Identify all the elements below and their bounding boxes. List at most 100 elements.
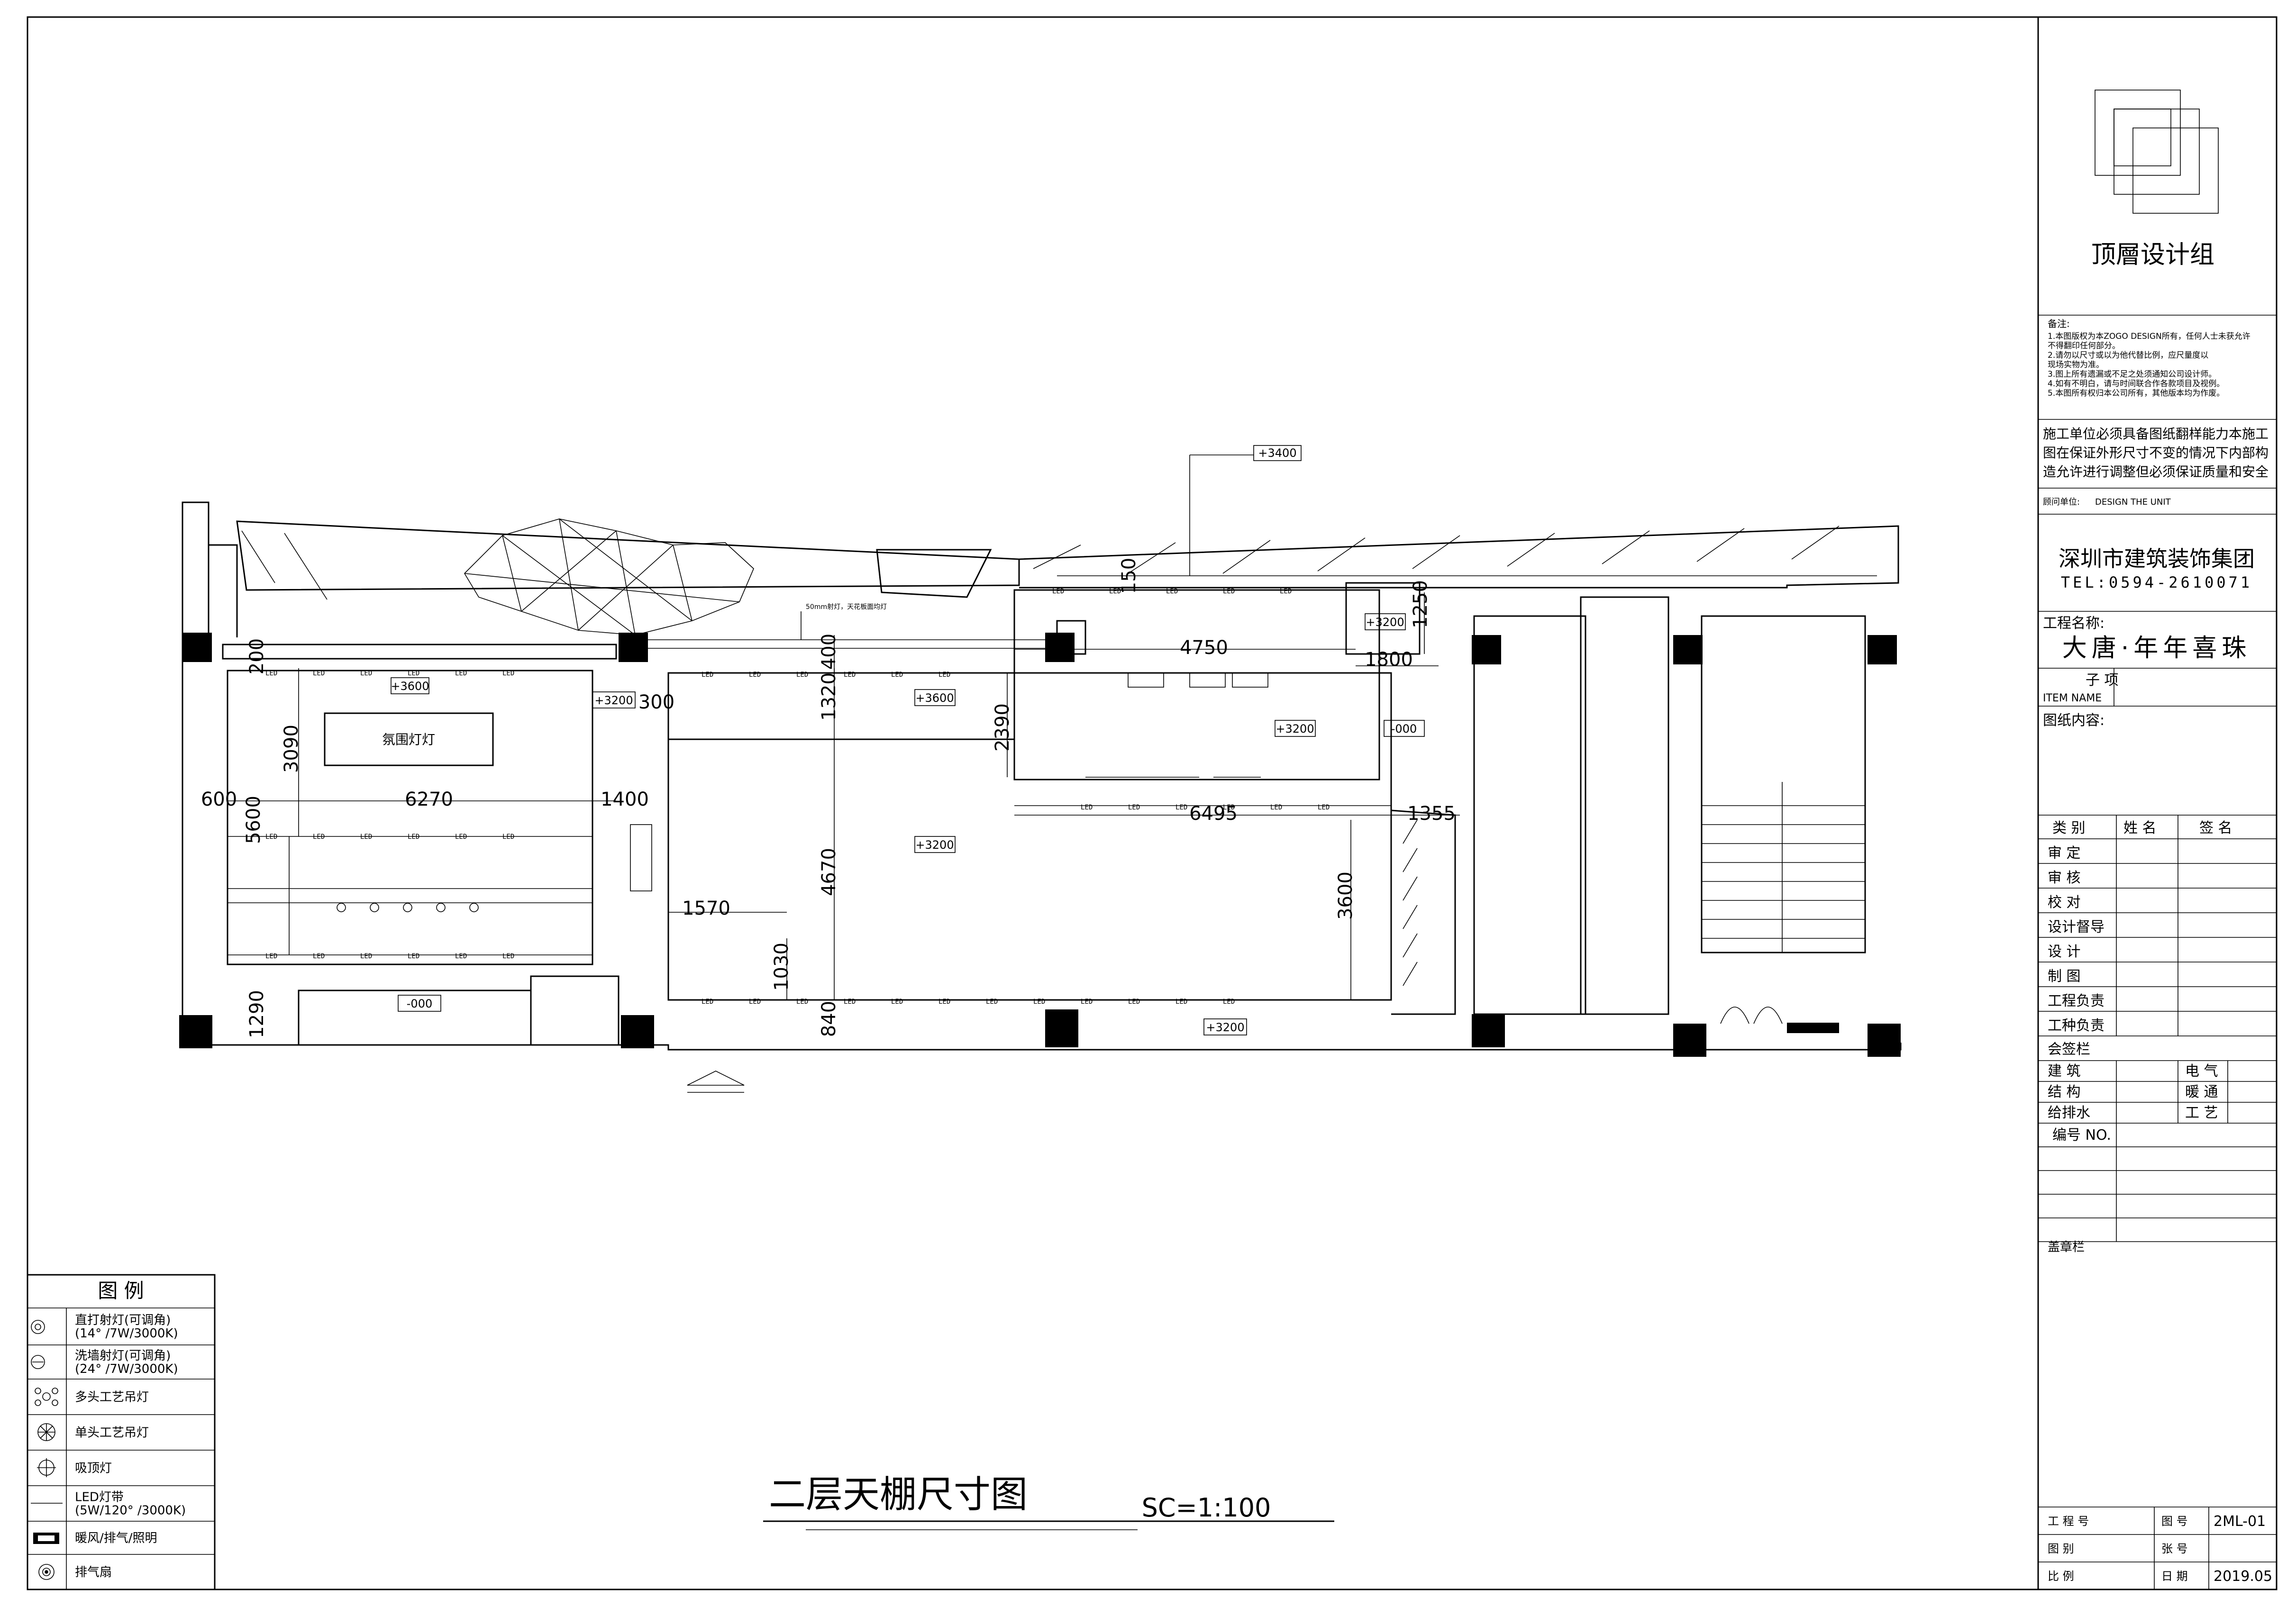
svg-text:LED: LED (1166, 588, 1178, 595)
drawing-number: 2ML-01 (2214, 1513, 2266, 1530)
legend-item-label: 排气扇 (75, 1565, 112, 1580)
dimension-label: 4670 (818, 848, 840, 896)
svg-text:LED: LED (265, 833, 277, 841)
stage-light-label: 氛围灯灯 (382, 732, 435, 747)
countersign-label: 会签栏 (2048, 1041, 2090, 1058)
svg-text:LED: LED (796, 998, 808, 1006)
svg-text:LED: LED (1318, 804, 1330, 811)
svg-text:LED: LED (1128, 998, 1140, 1006)
ceiling-lamp-icon (37, 1458, 56, 1477)
number-label: 编号 NO. (2052, 1127, 2111, 1144)
notes-title: 备注: (2048, 318, 2070, 329)
svg-text:LED: LED (938, 671, 950, 679)
svg-text:LED: LED (265, 953, 277, 960)
svg-text:LED: LED (313, 670, 325, 677)
legend-item-label: (5W/120° /3000K) (75, 1504, 186, 1518)
bottom-label: 图 号 (2161, 1515, 2188, 1528)
svg-text:LED: LED (749, 998, 761, 1006)
legend-item-label: 单头工艺吊灯 (75, 1426, 149, 1440)
svg-text:LED: LED (938, 998, 950, 1006)
dimension-label: 200 (246, 638, 268, 674)
design-unit-value: DESIGN THE UNIT (2095, 497, 2171, 507)
svg-text:LED: LED (891, 998, 903, 1006)
note-label: 50mm射灯，天花板面均灯 (806, 603, 887, 611)
svg-text:LED: LED (1175, 998, 1187, 1006)
design-group-name: 顶層设计组 (2091, 241, 2214, 269)
svg-text:LED: LED (408, 953, 419, 960)
svg-text:LED: LED (702, 998, 713, 1006)
dimension-label: 1030 (771, 943, 793, 991)
project-name: 大唐·年年喜珠 (2062, 634, 2251, 663)
sign-row-label: 审 定 (2048, 845, 2081, 862)
drawing-title: 二层天棚尺寸图 (769, 1473, 1028, 1516)
dimension-label: 3090 (281, 725, 302, 773)
sign-row-label: 工种负责 (2048, 1017, 2105, 1034)
columns (179, 633, 1901, 1057)
sign-row-label: 校 对 (2048, 894, 2081, 911)
level-label: +3200 (1366, 616, 1404, 629)
sign-row-label: 审 核 (2048, 870, 2081, 886)
drawing-date: 2019.05 (2214, 1568, 2272, 1585)
legend-item-label: 直打射灯(可调角) (75, 1313, 171, 1327)
legend: 图 例 (27, 1274, 216, 1590)
bottom-label: 比 例 (2048, 1570, 2074, 1583)
floor-plan: +3400 氛围灯灯 +3600 (179, 445, 1902, 1093)
svg-text:LED: LED (455, 953, 467, 960)
bottom-label: 工 程 号 (2048, 1515, 2089, 1528)
entrance-arrow (687, 1071, 745, 1093)
sign-row-label: 设 计 (2048, 944, 2081, 960)
svg-text:LED: LED (313, 833, 325, 841)
discipline-label: 建 筑 (2048, 1063, 2081, 1080)
sign-row-label: 设计督导 (2048, 919, 2105, 935)
item-label-en: ITEM NAME (2043, 692, 2102, 704)
level-label: +3600 (915, 691, 954, 705)
legend-item-label: 洗墙射灯(可调角) (75, 1349, 171, 1363)
legend-item-label: 吸顶灯 (75, 1462, 112, 1476)
svg-text:LED: LED (891, 671, 903, 679)
sign-header: 姓 名 (2123, 820, 2157, 836)
dimension-label: 3600 (1335, 872, 1357, 920)
design-group-logo (2095, 90, 2219, 214)
level-label: +3400 (1258, 446, 1296, 460)
note-line: 2.请勿以尺寸或以为他代替比例，应尺量度以 (2048, 351, 2208, 360)
legend-item-label: 多头工艺吊灯 (75, 1390, 149, 1405)
svg-text:LED: LED (702, 671, 713, 679)
construction-note-line: 造允许进行调整但必须保证质量和安全 (2043, 464, 2269, 480)
svg-text:LED: LED (844, 671, 856, 679)
construction-note-line: 图在保证外形尺寸不变的情况下内部构 (2043, 445, 2269, 461)
dimension-label: 5600 (243, 796, 264, 844)
level-label: +3200 (1276, 722, 1314, 735)
legend-item-label: (24° /7W/3000K) (75, 1362, 178, 1376)
content-label: 图纸内容: (2043, 712, 2105, 729)
dimension-label: 4750 (1180, 637, 1228, 659)
discipline-label: 给排水 (2048, 1105, 2090, 1121)
note-line: 4.如有不明白，请与时间联合作各款项目及视例。 (2048, 379, 2224, 389)
company-name: 深圳市建筑装饰集团 (2059, 546, 2255, 572)
svg-text:LED: LED (1052, 588, 1064, 595)
dimension-label: 1250 (1410, 580, 1431, 628)
dimension-label: 1290 (246, 990, 268, 1038)
dimension-label: 300 (638, 691, 674, 713)
level-label: +3200 (594, 694, 633, 707)
sign-header: 签 名 (2199, 820, 2232, 836)
svg-text:LED: LED (986, 998, 998, 1006)
discipline-label: 工 艺 (2185, 1105, 2218, 1121)
svg-text:LED: LED (844, 998, 856, 1006)
single-head-pendant-icon (37, 1423, 55, 1441)
dimension-label: 150 (1118, 558, 1140, 594)
svg-text:LED: LED (1223, 804, 1235, 811)
note-line: 不得翻印任何部分。 (2048, 341, 2120, 351)
exhaust-fan-icon (38, 1564, 55, 1580)
discipline-label: 结 构 (2048, 1084, 2081, 1100)
svg-text:LED: LED (1081, 804, 1093, 811)
legend-title: 图 例 (98, 1279, 144, 1302)
svg-text:LED: LED (455, 833, 467, 841)
decorative-cloud (464, 518, 754, 636)
svg-text:LED: LED (408, 833, 419, 841)
dimension-label: 1570 (682, 898, 730, 919)
project-label: 工程名称: (2043, 615, 2105, 632)
dimension-label: 400 (818, 634, 840, 670)
discipline-label: 暖 通 (2185, 1084, 2218, 1100)
legend-item-label: LED灯带 (75, 1490, 124, 1505)
svg-text:LED: LED (1128, 804, 1140, 811)
